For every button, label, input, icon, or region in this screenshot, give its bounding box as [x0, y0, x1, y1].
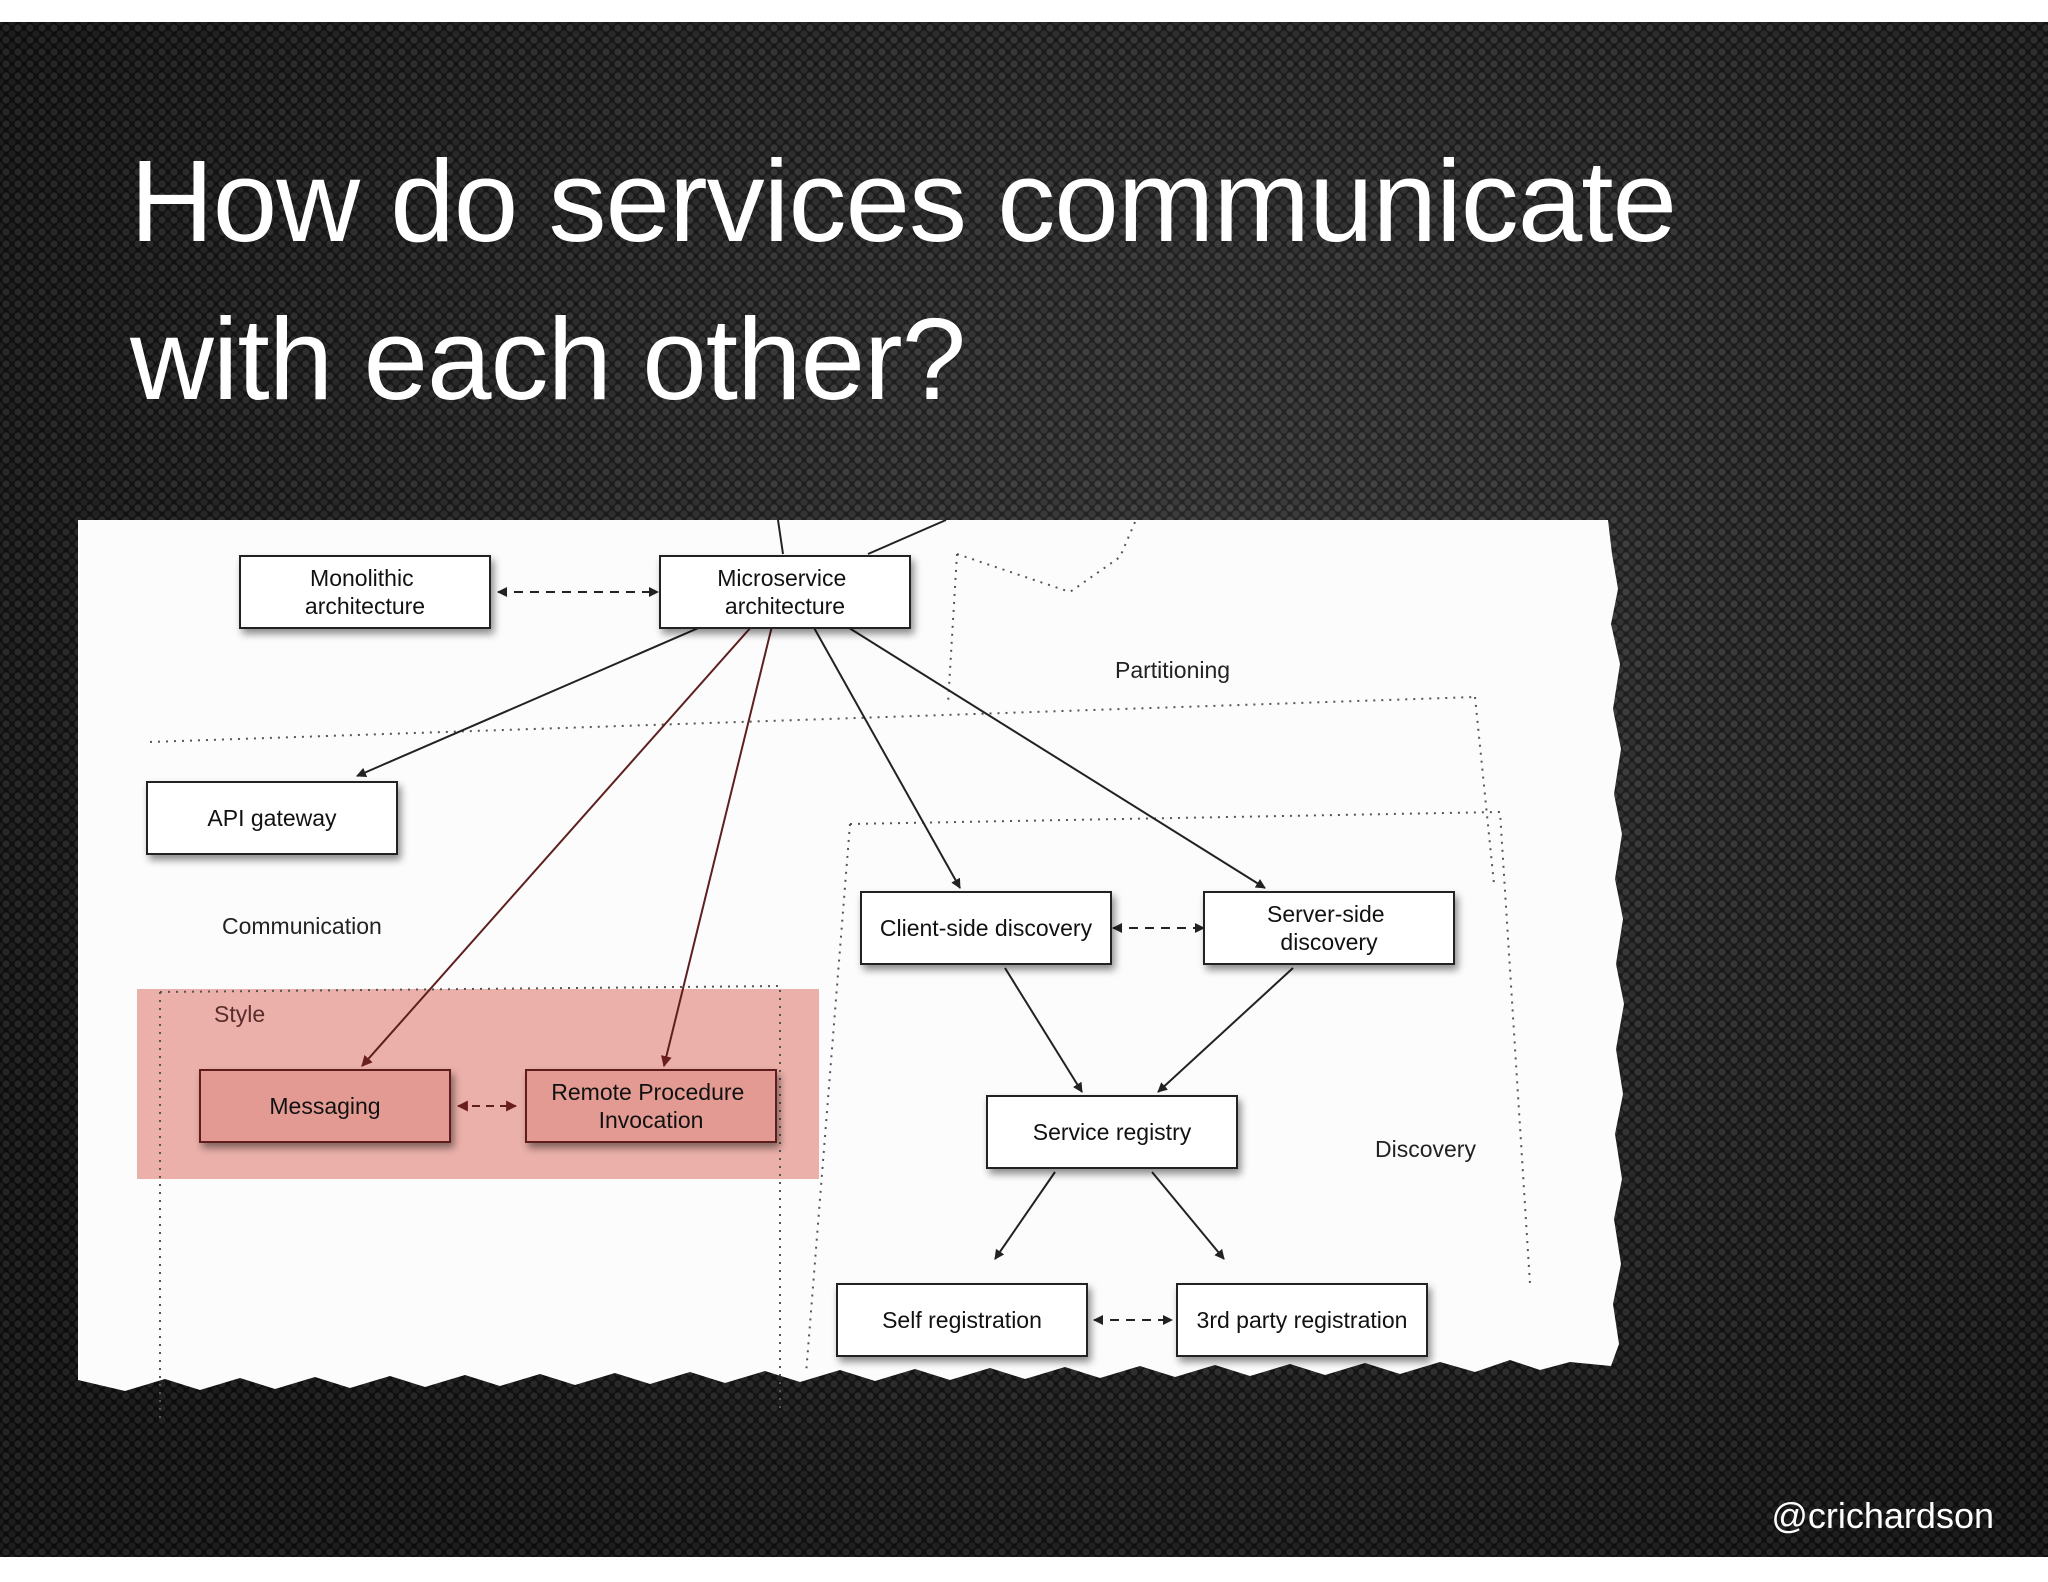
arrow-to-api-gateway — [356, 625, 704, 778]
style-arrows — [361, 625, 773, 1068]
arrow-registry-to-self — [994, 1171, 1056, 1260]
slide-title: How do services communicate with each oth… — [130, 122, 1980, 438]
arrow-client-to-registry — [1004, 967, 1083, 1093]
node-box-client-discovery — [860, 891, 1112, 965]
zone-label-communication: Communication — [222, 913, 382, 939]
discovery-zone — [849, 810, 1531, 1285]
zone-label-discovery: Discovery — [1375, 1136, 1476, 1162]
arrow-to-messaging — [361, 625, 753, 1067]
author-handle: @crichardson — [1771, 1495, 1994, 1536]
node-label-server-discovery: Server-side discovery — [1267, 901, 1391, 955]
node-box-messaging — [199, 1069, 451, 1143]
node-boxes — [146, 555, 1455, 1357]
node-box-server-discovery — [1203, 891, 1455, 965]
node-label-microservice: Microservice architecture — [717, 565, 852, 619]
node-label-messaging: Messaging — [269, 1093, 380, 1119]
node-box-monolithic — [239, 555, 491, 629]
diagram-svg: Partitioning Communication Style Discove… — [78, 519, 1624, 1424]
node-box-self-registration — [836, 1283, 1088, 1357]
node-box-rpc — [525, 1069, 777, 1143]
relationship-arrows — [356, 625, 1294, 1260]
node-label-service-registry: Service registry — [1033, 1119, 1192, 1145]
title-line-1: How do services communicate — [130, 136, 1677, 266]
zone-label-partitioning: Partitioning — [1115, 657, 1230, 683]
node-label-self-registration: Self registration — [882, 1307, 1042, 1333]
slide: How do services communicate with each oth… — [0, 22, 2048, 1557]
node-label-monolithic: Monolithic architecture — [305, 565, 425, 619]
incoming-edges — [777, 519, 947, 555]
node-label-rpc: Remote Procedure Invocation — [551, 1079, 750, 1133]
arrow-server-to-registry — [1157, 967, 1294, 1093]
arrow-to-client-discovery — [812, 625, 961, 889]
node-box-api-gateway — [146, 781, 398, 855]
node-label-third-party-registration: 3rd party registration — [1197, 1307, 1408, 1333]
node-box-microservice — [659, 555, 911, 629]
title-line-2: with each other? — [130, 294, 966, 424]
communication-zone-top — [149, 696, 1476, 743]
node-box-third-party-registration — [1176, 1283, 1428, 1357]
zone-outlines — [149, 521, 1531, 1424]
arrow-to-rpc — [661, 625, 773, 1068]
zone-label-style: Style — [214, 1001, 265, 1027]
arrow-to-server-discovery — [845, 625, 1266, 889]
node-box-service-registry — [986, 1095, 1238, 1169]
node-label-api-gateway: API gateway — [207, 805, 337, 831]
alternative-arrows — [497, 587, 1205, 1325]
arrow-registry-to-third — [1151, 1171, 1225, 1260]
partitioning-zone-left — [947, 553, 958, 705]
pattern-diagram: Partitioning Communication Style Discove… — [70, 494, 1630, 1474]
node-label-client-discovery: Client-side discovery — [880, 915, 1093, 941]
